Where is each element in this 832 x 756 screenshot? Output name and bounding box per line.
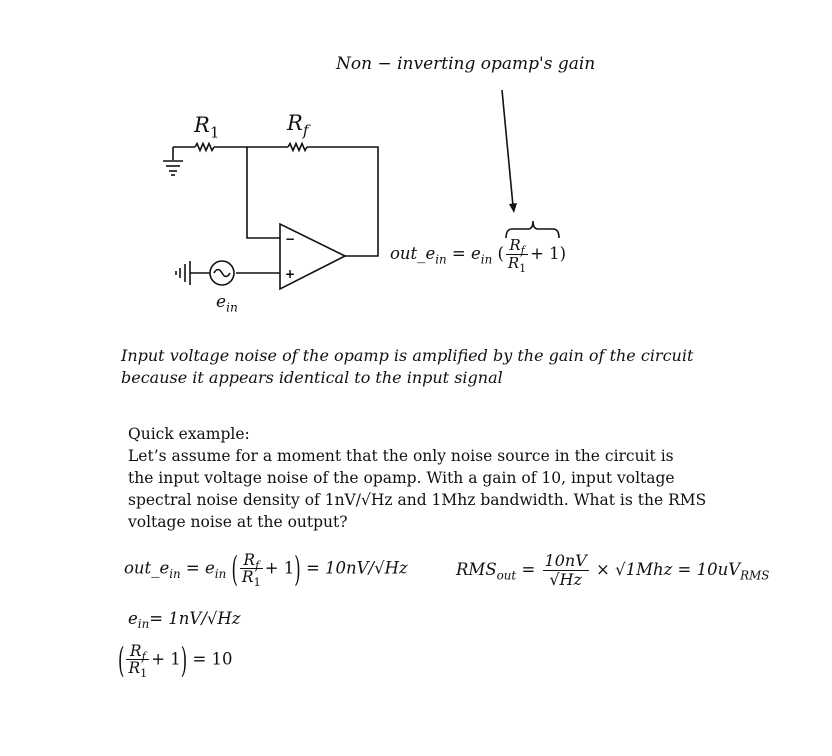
sine-symbol: [213, 268, 231, 278]
resistor-r1: [194, 141, 215, 153]
equation-input-noise: ein= 1nV/√Hz: [128, 609, 241, 632]
equation-rms: RMSout = 10nV √Hz × √1Mhz = 10uVRMS: [456, 551, 770, 589]
minus-sign: −: [285, 232, 295, 246]
ein-label: ein: [216, 292, 238, 315]
ground-symbol: [163, 147, 183, 176]
opamp-symbol: [279, 222, 347, 291]
noise-statement: Input voltage noise of the opamp is ampl…: [121, 346, 694, 387]
resistor-rf: [287, 141, 308, 153]
example-paragraph: Quick example: Let’s assume for a moment…: [128, 425, 707, 531]
gain-formula: out_ein = ein ( Rf R1 + 1): [390, 236, 567, 275]
arrow-head: [509, 203, 517, 213]
rf-label: Rf: [287, 111, 309, 140]
gain-title: Non − inverting opamp's gain: [336, 54, 596, 74]
equation-output-noise: out_ein = ein ( Rf R1 + 1) = 10nV/√Hz: [124, 549, 408, 590]
feedback-wire: [307, 146, 379, 257]
brace-symbol: [505, 220, 560, 239]
example-heading: Quick example:: [128, 425, 250, 443]
r1-label: R1: [194, 113, 220, 142]
inverting-wire: [246, 147, 280, 239]
arrow-line: [501, 89, 514, 207]
plus-sign: +: [285, 267, 295, 281]
equation-gain-value: ( Rf R1 + 1) = 10: [118, 640, 233, 681]
source-ground-symbol: [175, 261, 191, 285]
